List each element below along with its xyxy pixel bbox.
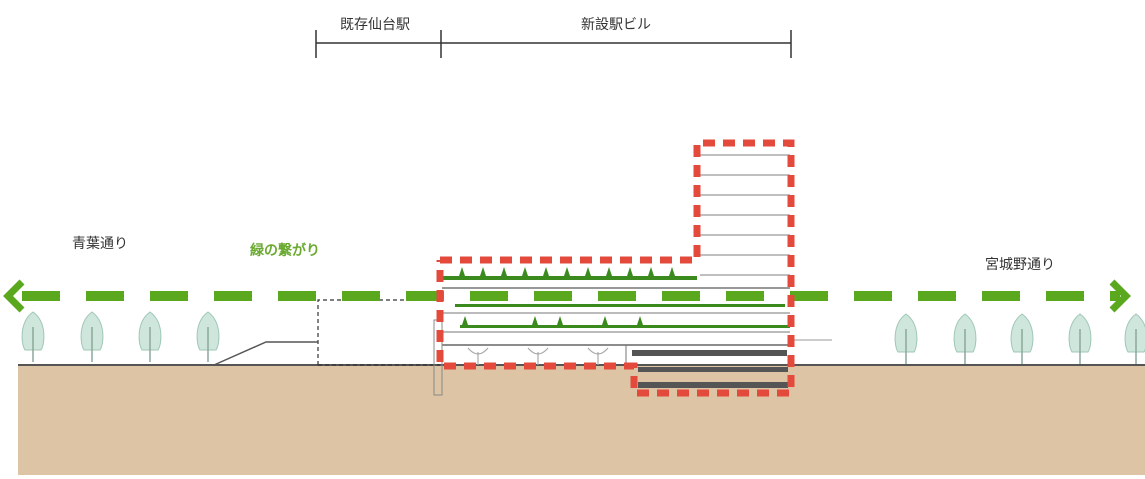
tree	[953, 313, 977, 364]
tree	[1010, 313, 1034, 364]
shrub	[648, 267, 654, 276]
ground	[18, 365, 1145, 475]
existing-slope	[213, 341, 318, 366]
shrub	[564, 267, 570, 276]
label-green-link: 緑の繋がり	[250, 243, 320, 259]
tower-floors	[700, 154, 790, 276]
new-building-outline	[436, 139, 795, 397]
shrub	[627, 267, 633, 276]
label-existing-station: 既存仙台駅	[340, 17, 410, 33]
shrub	[637, 316, 643, 325]
tree	[1068, 313, 1092, 364]
street-trees	[21, 311, 1145, 364]
shrub	[480, 267, 486, 276]
shrub	[522, 267, 528, 276]
shrub	[543, 267, 549, 276]
shrub	[669, 267, 675, 276]
shrub	[462, 316, 468, 325]
tree	[138, 311, 162, 362]
dimension-existing-station	[315, 30, 442, 58]
existing-station-outline	[317, 299, 440, 366]
tree	[894, 313, 918, 364]
dimension-new-station-building	[441, 30, 792, 58]
green-link-arrow	[3, 279, 1131, 313]
platform-arches	[467, 347, 609, 365]
tree	[21, 311, 45, 362]
tree	[1124, 313, 1145, 364]
shrub	[606, 267, 612, 276]
label-new-station-building: 新設駅ビル	[581, 17, 651, 33]
shrub	[501, 267, 507, 276]
tree	[196, 311, 220, 362]
label-aoba-street: 青葉通り	[72, 236, 128, 252]
shrub	[532, 316, 538, 325]
shrub	[459, 267, 465, 276]
shrub	[585, 267, 591, 276]
shrub	[602, 316, 608, 325]
podium-floors	[433, 276, 832, 396]
podium-shrubs	[459, 267, 675, 325]
label-miyagino-street: 宮城野通り	[985, 257, 1055, 273]
tree	[80, 311, 104, 362]
shrub	[557, 316, 563, 325]
